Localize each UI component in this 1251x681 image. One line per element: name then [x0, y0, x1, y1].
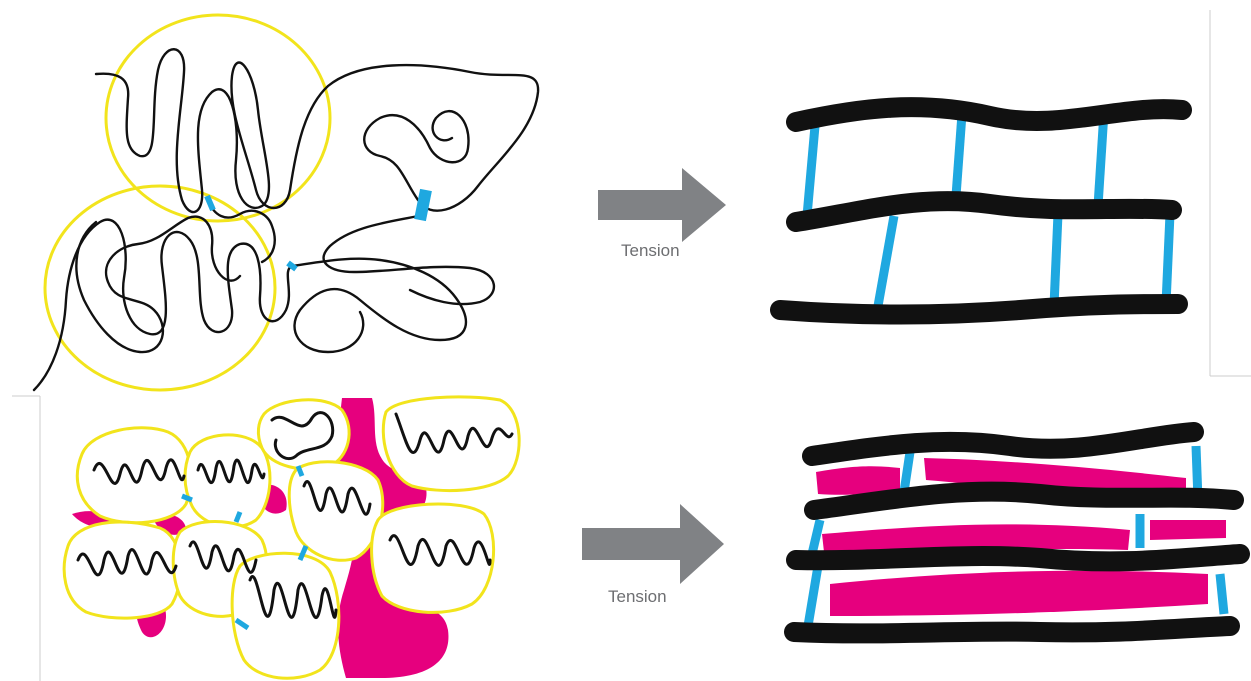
- top-chains: [34, 49, 538, 390]
- top-domain-outlines: [45, 15, 330, 390]
- crosslink: [812, 520, 820, 554]
- crosslink: [878, 216, 894, 306]
- domain-outline: [383, 397, 519, 491]
- chain: [814, 492, 1234, 510]
- top-arrow-label: Tension: [621, 241, 680, 260]
- filler-region: [830, 571, 1208, 616]
- bottom-domain-outlines: [64, 397, 519, 678]
- bottom-relaxed-network: [64, 397, 519, 678]
- arrow-shape: [582, 504, 724, 584]
- crosslink: [956, 114, 962, 196]
- chain: [780, 304, 1178, 315]
- top-stretched-chains: [780, 107, 1182, 314]
- bottom-stretched-network: [794, 432, 1240, 633]
- chain: [812, 432, 1194, 456]
- top-stretched-network: [780, 107, 1182, 314]
- chain: [208, 200, 275, 262]
- chain: [34, 220, 292, 390]
- chain: [796, 201, 1172, 222]
- domain-outline: [258, 400, 349, 469]
- chain: [796, 554, 1240, 561]
- chain: [96, 49, 538, 212]
- arrow-shape: [598, 168, 726, 242]
- top-relaxed-network: [34, 15, 538, 390]
- crosslink: [1166, 214, 1170, 304]
- crosslink: [808, 566, 818, 626]
- crosslink: [1220, 574, 1224, 614]
- crosslink: [904, 452, 910, 492]
- domain-outline: [64, 522, 181, 618]
- chain: [794, 626, 1230, 633]
- filler-region: [1150, 520, 1226, 540]
- crosslink: [1054, 214, 1058, 306]
- top-tension-arrow: Tension: [598, 168, 726, 260]
- bottom-stretched-filler: [816, 458, 1226, 616]
- crosslink: [807, 126, 815, 216]
- bottom-tension-arrow: Tension: [582, 504, 724, 606]
- crosslink: [1098, 112, 1104, 206]
- crosslink: [420, 190, 426, 220]
- top-crosslinks: [207, 190, 426, 269]
- chain: [796, 107, 1182, 122]
- domain-outline: [106, 15, 330, 221]
- chain: [292, 259, 466, 352]
- domain-outline: [77, 428, 191, 523]
- bottom-arrow-label: Tension: [608, 587, 667, 606]
